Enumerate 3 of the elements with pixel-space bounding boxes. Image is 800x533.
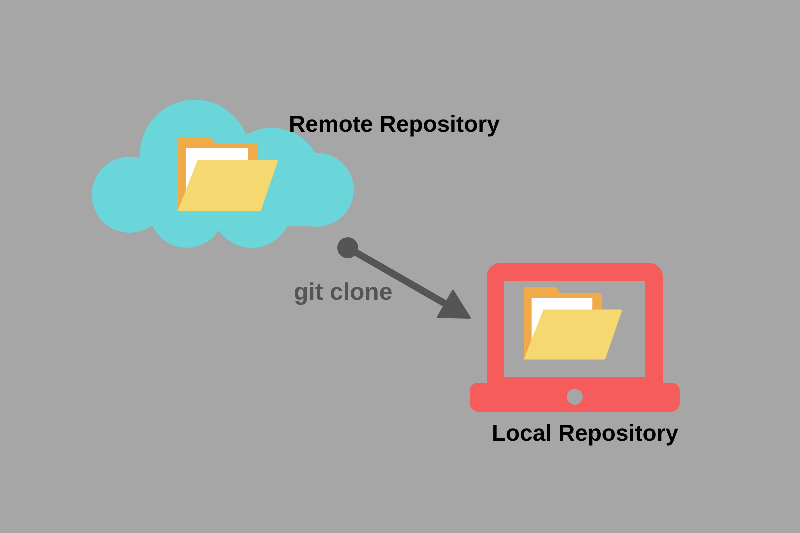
arrow [338,238,472,322]
node-label: Remote Repository [289,110,500,138]
node-label: Local Repository [492,419,679,447]
